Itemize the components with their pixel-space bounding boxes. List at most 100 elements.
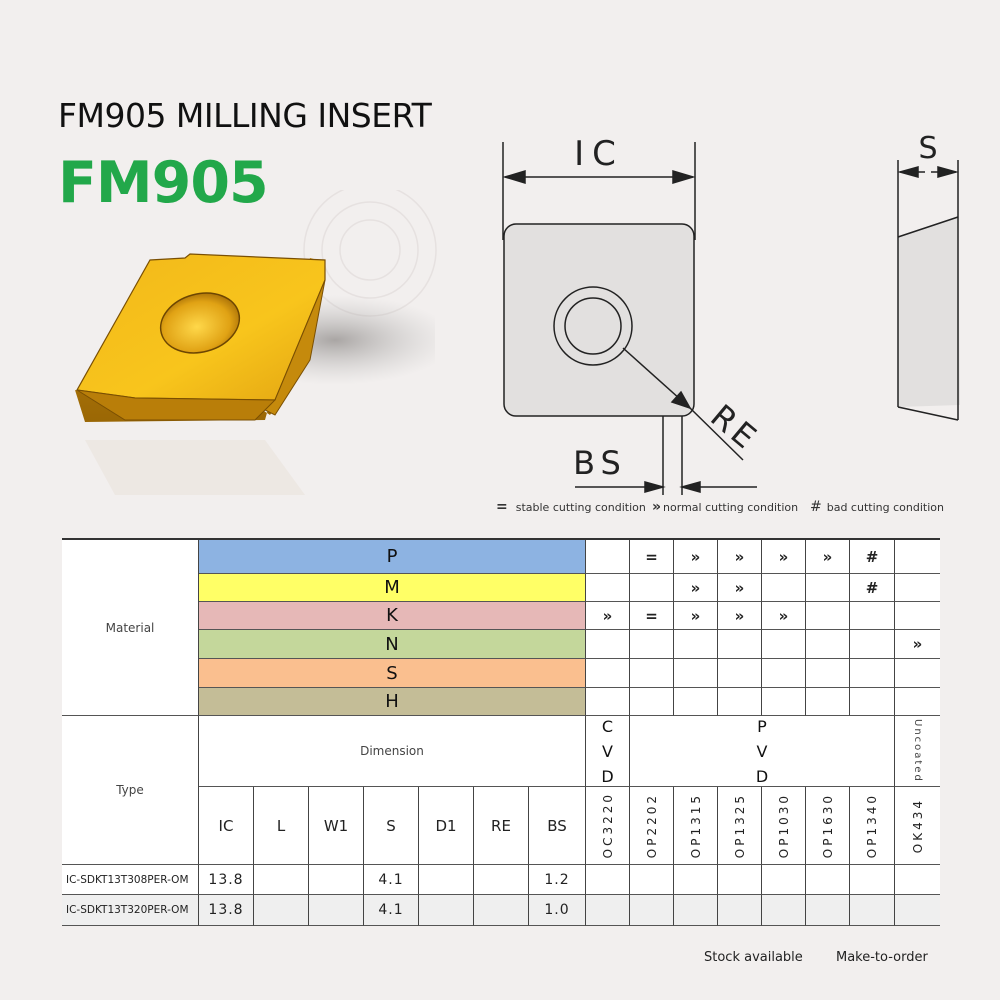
grade-suitability-cell: » <box>806 540 850 574</box>
grade-column-header: OP1030 <box>762 787 806 865</box>
grade-availability-cell <box>806 865 850 895</box>
grade-name: OP1325 <box>732 792 747 859</box>
make-to-order-legend: Make-to-order <box>836 950 928 965</box>
material-row-p: P <box>199 540 586 574</box>
dimension-value: 4.1 <box>364 865 419 895</box>
grade-suitability-cell: » <box>674 602 718 630</box>
technical-drawing-side-view: S <box>897 131 960 421</box>
insert-product-image <box>75 253 435 495</box>
material-code: H <box>385 691 399 712</box>
type-label: Type <box>62 716 199 865</box>
grade-column-header: OP1630 <box>806 787 850 865</box>
dimension-value: 4.1 <box>364 895 419 926</box>
grade-availability-cell <box>630 895 674 926</box>
grade-suitability-cell: » <box>762 602 806 630</box>
grade-availability-cell <box>895 895 940 926</box>
grade-suitability-cell: » <box>718 540 762 574</box>
material-code: P <box>386 546 398 567</box>
dimension-value <box>309 895 364 926</box>
material-row-h: H <box>199 688 586 716</box>
grade-name: OP1340 <box>865 792 879 859</box>
insert-type-code: IC-SDKT13T308PER-OM <box>62 865 199 895</box>
equals-icon: = <box>496 499 508 515</box>
material-row-m: M <box>199 574 586 602</box>
grade-column-header: OP1325 <box>718 787 762 865</box>
insert-type-code: IC-SDKT13T320PER-OM <box>62 895 199 926</box>
legend-bad-label: bad cutting condition <box>826 500 944 514</box>
grade-suitability-cell <box>806 659 850 688</box>
bs-dimension-label: BS <box>573 444 627 482</box>
grade-suitability-cell: » <box>674 540 718 574</box>
material-code: K <box>386 605 398 626</box>
dimension-value <box>474 895 529 926</box>
grade-name: OP1630 <box>820 792 835 859</box>
grade-suitability-cell: = <box>630 602 674 630</box>
hash-icon: # <box>810 499 822 515</box>
cvd-letter: D <box>601 766 614 786</box>
grade-availability-cell <box>718 895 762 926</box>
uncoated-label: Uncoated <box>912 719 923 783</box>
material-label: Material <box>62 540 199 716</box>
grade-availability-cell <box>806 895 850 926</box>
dimension-column-header: BS <box>529 787 586 865</box>
dimension-column-header: S <box>364 787 419 865</box>
grade-suitability-cell: » <box>674 574 718 602</box>
double-chevron-icon: » <box>652 499 662 515</box>
grade-suitability-cell <box>630 630 674 659</box>
grade-availability-cell <box>895 865 940 895</box>
grade-suitability-cell <box>895 540 940 574</box>
dimension-value: 13.8 <box>199 865 254 895</box>
grade-suitability-cell <box>895 602 940 630</box>
material-row-s: S <box>199 659 586 688</box>
re-dimension-label: RE <box>703 397 766 459</box>
dimension-value <box>419 895 474 926</box>
dimension-column-header: D1 <box>419 787 474 865</box>
legend-normal: » normal cutting condition <box>652 499 798 515</box>
grade-suitability-cell <box>762 659 806 688</box>
grade-suitability-cell: » <box>718 574 762 602</box>
grade-suitability-cell <box>586 540 630 574</box>
grade-suitability-cell: # <box>850 540 895 574</box>
grade-suitability-cell <box>895 659 940 688</box>
material-row-n: N <box>199 630 586 659</box>
grade-suitability-cell <box>674 630 718 659</box>
technical-drawing-top-view: IC BS RE <box>502 134 766 495</box>
grade-suitability-cell: = <box>630 540 674 574</box>
grade-name: OC3220 <box>600 792 615 859</box>
grade-suitability-cell <box>718 659 762 688</box>
grade-suitability-cell <box>630 659 674 688</box>
grade-suitability-cell <box>895 574 940 602</box>
material-code: N <box>385 633 399 655</box>
grade-availability-cell <box>850 895 895 926</box>
grade-suitability-cell <box>806 630 850 659</box>
grade-suitability-cell <box>674 688 718 716</box>
grade-name: OP2202 <box>644 792 659 859</box>
dimension-value: 13.8 <box>199 895 254 926</box>
grade-suitability-cell <box>586 630 630 659</box>
grade-suitability-cell <box>850 659 895 688</box>
dimension-column-header: L <box>254 787 309 865</box>
grade-suitability-cell <box>630 574 674 602</box>
cvd-letter: C <box>601 716 614 736</box>
grade-column-header: OP2202 <box>630 787 674 865</box>
dimension-value: 1.2 <box>529 865 586 895</box>
grade-name: OP1315 <box>688 792 703 859</box>
dimension-value <box>474 865 529 895</box>
s-dimension-label: S <box>918 131 937 166</box>
material-code: M <box>384 577 400 598</box>
pvd-letter: V <box>756 741 768 761</box>
dimension-value <box>309 865 364 895</box>
pvd-letter: D <box>755 766 769 786</box>
grade-suitability-cell <box>674 659 718 688</box>
legend-stable-label: stable cutting condition <box>515 500 646 514</box>
grade-suitability-cell <box>762 688 806 716</box>
dimension-value <box>254 865 309 895</box>
grade-suitability-cell: » <box>586 602 630 630</box>
specification-table: Material P M K N S H =»»»»#»»#»=»»»» Typ… <box>62 538 940 926</box>
dimension-label: Dimension <box>199 716 586 787</box>
legend-bad: # bad cutting condition <box>810 499 944 515</box>
grade-suitability-cell <box>850 630 895 659</box>
pvd-letter: P <box>757 716 767 736</box>
grade-availability-cell <box>718 865 762 895</box>
